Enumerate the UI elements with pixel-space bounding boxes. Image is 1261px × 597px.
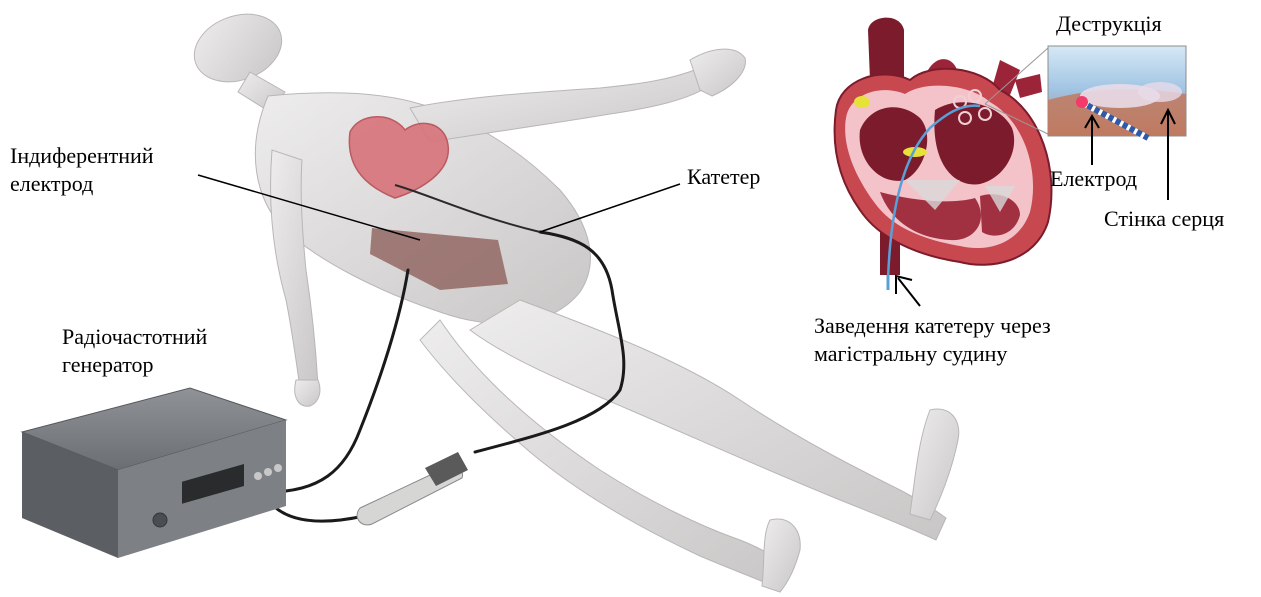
hand-lower — [295, 380, 320, 406]
label-electrode: Електрод — [1050, 165, 1137, 192]
catheter-handle — [357, 452, 468, 525]
foot-left — [762, 519, 800, 592]
patient-body — [185, 3, 959, 592]
label-rf-generator-2: генератор — [62, 351, 154, 378]
label-heart-wall: Стінка серця — [1104, 205, 1224, 232]
label-destruction: Деструкція — [1056, 10, 1162, 37]
arm-upper — [410, 68, 712, 142]
foot-right — [910, 409, 959, 520]
label-insertion-2: магістральну судину — [814, 340, 1007, 367]
rf-generator — [22, 388, 286, 558]
label-indifferent-electrode-1: Індиферентний — [10, 142, 154, 169]
label-insertion-1: Заведення катетеру через — [814, 312, 1051, 339]
head — [185, 3, 291, 94]
label-rf-generator-1: Радіочастотний — [62, 323, 207, 350]
heart-cross-section — [835, 18, 1052, 290]
label-indifferent-electrode-2: електрод — [10, 170, 93, 197]
destruction-inset — [1048, 46, 1186, 138]
label-catheter: Катетер — [687, 163, 760, 190]
